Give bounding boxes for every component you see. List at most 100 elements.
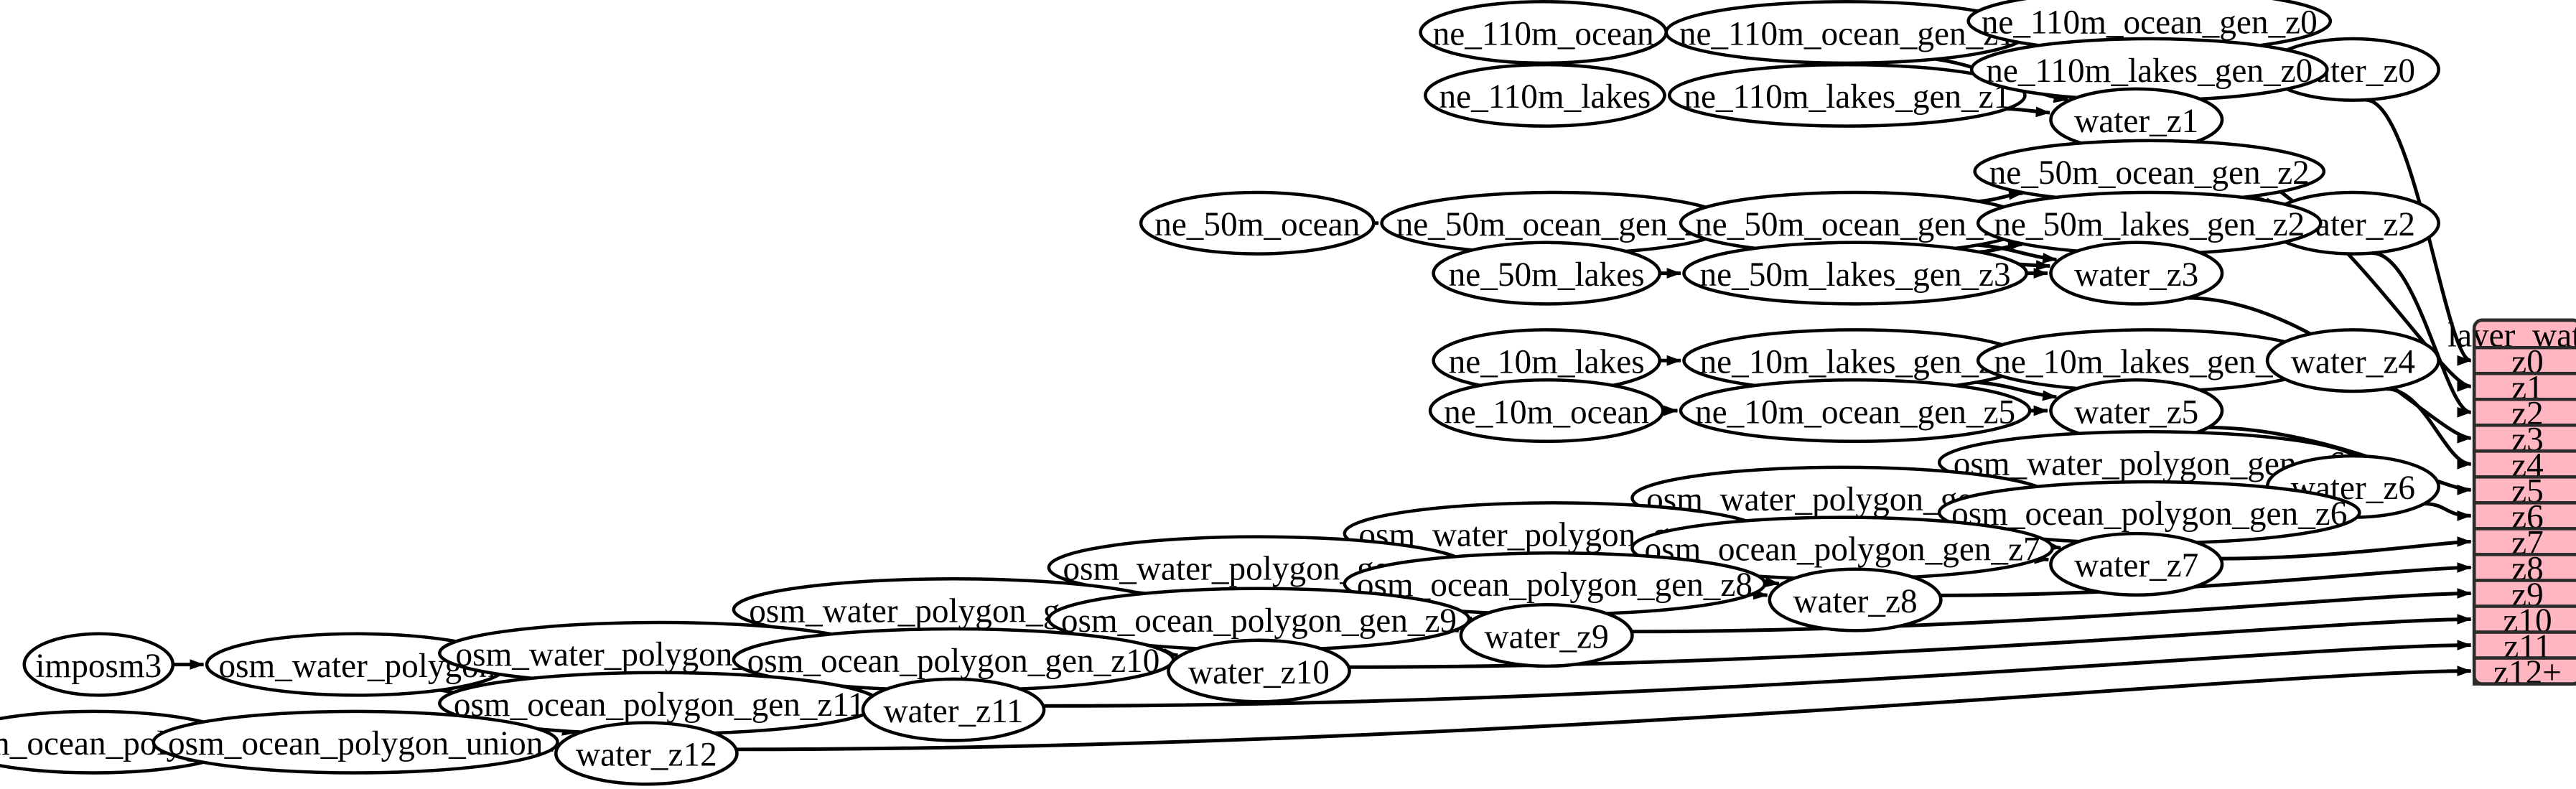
node-label: ne_110m_ocean_gen_z0 xyxy=(1982,4,2318,42)
node-shape xyxy=(151,709,559,775)
graph-edge xyxy=(1977,380,2058,401)
node-label: osm_ocean_polygon_gen_z9 xyxy=(1061,602,1457,640)
graph-node-ne-50m-ocean-gen-z3[interactable]: ne_50m_ocean_gen_z3 xyxy=(1679,190,2032,256)
layer-water-row-z9[interactable] xyxy=(2472,579,2576,608)
node-label: water_z3 xyxy=(2074,256,2198,294)
graph-node-ne-50m-lakes-gen-z3[interactable]: ne_50m_lakes_gen_z3 xyxy=(1682,241,2028,306)
node-label: osm_ocean_polygon_union xyxy=(168,725,543,762)
node-shape xyxy=(861,677,1046,742)
graph-node-ne-50m-lakes[interactable]: ne_50m_lakes xyxy=(1432,241,1661,306)
graph-edge xyxy=(2424,502,2472,521)
node-label: ne_10m_lakes xyxy=(1449,343,1645,381)
graph-edge xyxy=(1977,243,2058,263)
graph-node-water-z5[interactable]: water_z5 xyxy=(2049,378,2224,444)
graph-node-water-z11[interactable]: water_z11 xyxy=(861,677,1046,742)
graph-edge xyxy=(2386,387,2472,470)
graph-node-water-z9[interactable]: water_z9 xyxy=(1459,603,1634,668)
node-label: ne_50m_ocean_gen_z3 xyxy=(1695,206,2015,243)
node-shape xyxy=(554,721,739,786)
node-label: water_z7 xyxy=(2074,547,2198,584)
node-shape xyxy=(22,632,175,697)
node-label: water_z1 xyxy=(2074,103,2198,140)
node-shape xyxy=(1428,378,1665,444)
graph-node-water-z7[interactable]: water_z7 xyxy=(2049,531,2224,597)
graph-node-ne-50m-ocean-gen-z2[interactable]: ne_50m_ocean_gen_z2 xyxy=(1973,139,2326,204)
graph-node-water-z12[interactable]: water_z12 xyxy=(554,721,739,786)
graph-node-osm-ocean-polygon-gen-z8[interactable]: osm_ocean_polygon_gen_z8 xyxy=(1343,551,1767,617)
graph-node-ne-10m-ocean[interactable]: ne_10m_ocean xyxy=(1428,378,1665,444)
graph-node-ne-10m-lakes[interactable]: ne_10m_lakes xyxy=(1432,328,1661,393)
graph-edge xyxy=(1940,562,2472,597)
graph-node-water-z4[interactable]: water_z4 xyxy=(2265,328,2440,393)
graph-node-water-z10[interactable]: water_z10 xyxy=(1167,638,1351,704)
node-label: ne_10m_lakes_gen_z4 xyxy=(1994,343,2305,381)
node-label: water_z9 xyxy=(1485,618,1609,655)
graph-node-water-z3[interactable]: water_z3 xyxy=(2049,241,2224,306)
node-label: ne_50m_lakes xyxy=(1449,256,1645,294)
node-label: ne_110m_ocean_gen_z1 xyxy=(1679,15,2015,52)
node-shape xyxy=(1432,241,1661,306)
graph-node-osm-ocean-polygon-gen-z6[interactable]: osm_ocean_polygon_gen_z6 xyxy=(1937,480,2361,545)
graph-node-water-z8[interactable]: water_z8 xyxy=(1768,567,1943,632)
graph-node-osm-ocean-polygon-union[interactable]: osm_ocean_polygon_union xyxy=(151,709,559,775)
graph-node-imposm3[interactable]: imposm3 xyxy=(22,632,175,697)
node-shape xyxy=(1459,603,1634,668)
graph-node-ne-10m-lakes-gen-z4[interactable]: ne_10m_lakes_gen_z4 xyxy=(1976,328,2323,393)
graph-node-ne-110m-ocean-gen-z1[interactable]: ne_110m_ocean_gen_z1 xyxy=(1664,0,2030,65)
node-label: osm_ocean_polygon_gen_z8 xyxy=(1357,566,1753,604)
graph-edge xyxy=(2007,106,2050,118)
graph-node-ne-50m-ocean-gen-z4[interactable]: ne_50m_ocean_gen_z4 xyxy=(1380,190,1733,256)
node-shape xyxy=(1167,638,1351,704)
node-label: ne_10m_ocean_gen_z5 xyxy=(1695,393,2015,431)
graph-node-ne-10m-ocean-gen-z5[interactable]: ne_10m_ocean_gen_z5 xyxy=(1679,378,2032,444)
record-node-layer: layer_waterz0z1z2z3z4z5z6z7z8z9z10z11z12… xyxy=(2447,317,2576,691)
node-label: ne_50m_ocean_gen_z2 xyxy=(1989,154,2310,192)
graph-node-ne-110m-lakes-gen-z0[interactable]: ne_110m_lakes_gen_z0 xyxy=(1969,37,2329,102)
node-label: ne_110m_lakes_gen_z0 xyxy=(1986,52,2313,90)
node-label: osm_ocean_polygon_gen_z11 xyxy=(454,686,865,724)
node-shape xyxy=(2049,531,2224,597)
graph-edge xyxy=(1043,640,2472,708)
graph-node-ne-110m-ocean-gen-z0[interactable]: ne_110m_ocean_gen_z0 xyxy=(1966,0,2333,54)
node-label: ne_50m_lakes_gen_z3 xyxy=(1700,256,2011,294)
node-label: water_z4 xyxy=(2291,343,2415,381)
graph-edge xyxy=(736,666,2472,752)
node-shape xyxy=(1682,241,2028,306)
node-shape xyxy=(2049,241,2224,306)
graph-node-osm-ocean-polygon-gen-z10[interactable]: osm_ocean_polygon_gen_z10 xyxy=(732,627,1175,692)
node-label: water_z12 xyxy=(576,737,717,774)
graph-edge xyxy=(1978,189,2024,204)
graph-node-ne-50m-lakes-gen-z2[interactable]: ne_50m_lakes_gen_z2 xyxy=(1976,190,2323,256)
graph-edge xyxy=(2221,536,2472,561)
graph-node-ne-50m-ocean[interactable]: ne_50m_ocean xyxy=(1139,190,1376,256)
node-label: ne_50m_ocean xyxy=(1154,206,1360,243)
node-label: ne_10m_ocean xyxy=(1444,393,1649,431)
node-shape xyxy=(2265,328,2440,393)
node-label: ne_110m_lakes xyxy=(1439,78,1651,116)
node-shape xyxy=(1667,62,2027,128)
node-label: ne_110m_ocean xyxy=(1433,15,1654,52)
node-label: ne_10m_lakes_gen_z5 xyxy=(1700,343,2011,381)
layer-water-row-label: z12+ xyxy=(2493,654,2562,691)
node-label: osm_ocean_polygon_gen_z6 xyxy=(1951,495,2347,533)
graph-edge xyxy=(1631,588,2472,634)
node-label: ne_110m_lakes_gen_z1 xyxy=(1684,78,2010,116)
graph-node-ne-110m-ocean[interactable]: ne_110m_ocean xyxy=(1419,0,1668,65)
node-label: ne_50m_lakes_gen_z2 xyxy=(1994,206,2305,243)
graph-edge xyxy=(2371,251,2472,418)
node-label: water_z10 xyxy=(1188,654,1330,691)
node-shape xyxy=(1139,190,1376,256)
graph-node-osm-ocean-polygon-gen-z7[interactable]: osm_ocean_polygon_gen_z7 xyxy=(1630,515,2054,581)
node-label: water_z5 xyxy=(2074,393,2198,431)
node-shape xyxy=(1679,378,2032,444)
graph-node-ne-110m-lakes-gen-z1[interactable]: ne_110m_lakes_gen_z1 xyxy=(1667,62,2027,128)
node-label: osm_ocean_polygon_gen_z10 xyxy=(747,643,1160,680)
node-shape xyxy=(1768,567,1943,632)
node-label: water_z11 xyxy=(884,693,1024,730)
graph-node-ne-110m-lakes[interactable]: ne_110m_lakes xyxy=(1424,62,1666,128)
node-label: imposm3 xyxy=(35,648,162,685)
layer-water-table-border xyxy=(2472,318,2576,686)
node-label: water_z8 xyxy=(1793,583,1917,620)
